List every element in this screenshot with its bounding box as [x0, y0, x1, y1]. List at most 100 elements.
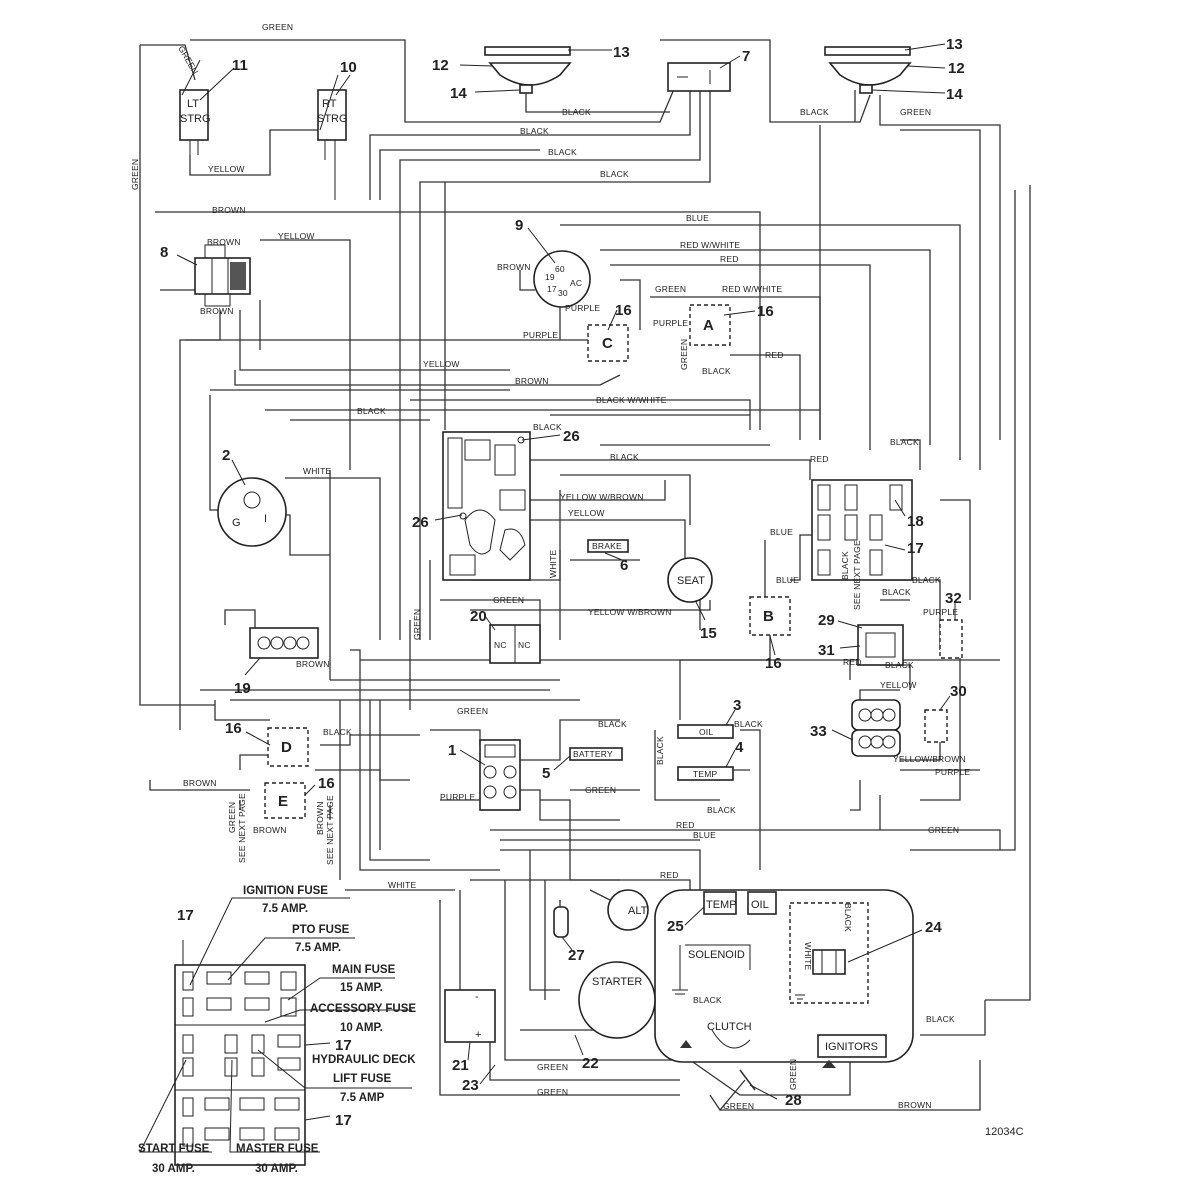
engine-outline [654, 889, 914, 1063]
wire-label-green-6: GREEN [457, 706, 488, 716]
wire-label-yellow-brown-1: YELLOW W/BROWN [560, 492, 644, 502]
wire-label-black-19: BLACK [707, 805, 736, 815]
callout-9: 9 [515, 217, 523, 234]
wire-label-black-5: BLACK [800, 107, 829, 117]
callout-26-bottom: 26 [412, 514, 429, 531]
fuse-master-rating: 30 AMP. [255, 1163, 298, 1175]
temp-indicator-label: TEMP [693, 769, 718, 779]
wire-label-black-13: BLACK [882, 587, 911, 597]
oil-indicator: OIL [677, 724, 734, 739]
wire-label-brown-5: BROWN [515, 376, 549, 386]
wire-label-black-6: BLACK [702, 366, 731, 376]
wire-label-green-4: GREEN [493, 595, 524, 605]
wire-label-brown-3: BROWN [200, 306, 234, 316]
wire-label-green-right: GREEN [900, 107, 931, 117]
wire-label-black-18: BLACK [655, 736, 665, 765]
relay-b-label: B [763, 608, 774, 625]
engine-temp-sensor: TEMP [703, 891, 737, 915]
wire-label-purple-2: PURPLE [653, 318, 688, 328]
callout-19: 19 [234, 680, 251, 697]
wire-label-see-next-page-1: SEE NEXT PAGE [852, 540, 862, 610]
callout-20: 20 [470, 608, 487, 625]
wire-label-red-1: RED [720, 254, 739, 264]
wire-label-red-white-1: RED W/WHITE [680, 240, 740, 250]
wire-label-brown-10: BROWN [898, 1100, 932, 1110]
callout-7: 7 [742, 48, 750, 65]
callout-12-right: 12 [948, 60, 965, 77]
callout-4: 4 [735, 739, 744, 756]
wire-label-purple-3: PURPLE [523, 330, 558, 340]
wire-label-purple-4: PURPLE [923, 607, 958, 617]
battery: - + [444, 989, 496, 1043]
headlight-right [824, 46, 912, 94]
rt-strg-label-2: STRG [317, 113, 348, 125]
wire-label-green-3: GREEN [679, 339, 689, 370]
left-steering-switch: LT STRG [179, 59, 211, 155]
callout-18: 18 [907, 513, 924, 530]
component-30 [924, 709, 948, 743]
fuse-main-rating: 15 AMP. [340, 982, 383, 994]
ignition-switch-2: G I [217, 477, 287, 547]
callout-17-fuse-bottom: 17 [335, 1112, 352, 1129]
wire-label-green-10: GREEN [537, 1062, 568, 1072]
nc-switch: NC NC [489, 624, 541, 664]
wire-label-black-22: BLACK [926, 1014, 955, 1024]
relay-b: B [749, 596, 791, 636]
callout-15: 15 [700, 625, 717, 642]
solenoid-label: SOLENOID [688, 949, 745, 961]
wire-label-red-2: RED [765, 350, 784, 360]
brake-switch: BRAKE [587, 539, 629, 553]
fuse-pto-rating: 7.5 AMP. [295, 942, 341, 954]
callout-22: 22 [582, 1055, 599, 1072]
fuse-hydraulic-name: HYDRAULIC DECK [312, 1054, 416, 1066]
wire-label-red-6: RED [660, 870, 679, 880]
connector-19 [249, 627, 319, 659]
alternator: ALT. [607, 889, 649, 931]
callout-33: 33 [810, 723, 827, 740]
wire-label-purple-5: PURPLE [935, 767, 970, 777]
switch-nc-1: NC [494, 640, 507, 650]
starter-label: STARTER [592, 976, 642, 988]
inline-fuse-27 [553, 906, 569, 938]
callout-16-a: 16 [757, 303, 774, 320]
relay-e-label: E [278, 793, 288, 810]
connector-1 [479, 739, 521, 811]
fuse-ignition-name: IGNITION FUSE [243, 885, 328, 897]
callout-5: 5 [542, 765, 550, 782]
callout-24: 24 [925, 919, 942, 936]
wire-label-green-13: GREEN [723, 1101, 754, 1111]
fuse-block-left [174, 964, 306, 1166]
wire-label-red-5: RED [676, 820, 695, 830]
wire-label-black-20: BLACK [843, 903, 853, 932]
wire-label-yellow-brown-3: YELLOW/BROWN [893, 754, 966, 764]
module-31 [857, 624, 904, 666]
callout-29: 29 [818, 612, 835, 629]
brake-label: BRAKE [592, 541, 622, 551]
callout-16-b: 16 [765, 655, 782, 672]
callout-32: 32 [945, 590, 962, 607]
relay-d: D [267, 727, 309, 767]
fuse-hydraulic-rating: 7.5 AMP [340, 1092, 385, 1104]
callout-31: 31 [818, 642, 835, 659]
relay-a-label: A [703, 317, 714, 334]
fuse-start-name: START FUSE [138, 1143, 210, 1155]
wire-label-brown-9: BROWN [315, 801, 325, 835]
callout-30: 30 [950, 683, 967, 700]
wire-label-purple-6: PURPLE [440, 792, 475, 802]
callout-3: 3 [733, 697, 741, 714]
relay-c-label: C [602, 335, 613, 352]
wire-label-black-4: BLACK [600, 169, 629, 179]
wire-label-red-3: RED [810, 454, 829, 464]
alt-label: ALT. [628, 905, 649, 917]
engine-oil-sensor: OIL [747, 891, 777, 915]
wire-label-black-1: BLACK [562, 107, 591, 117]
key-pos-19: 19 [545, 272, 555, 282]
fuse-hydraulic-name2: LIFT FUSE [333, 1073, 391, 1085]
wire-label-white-4: WHITE [803, 942, 813, 971]
wire-label-yellow-3: YELLOW [423, 359, 460, 369]
callout-13-left: 13 [613, 44, 630, 61]
headlight-left [484, 46, 572, 94]
wire-label-green-5: GREEN [412, 609, 422, 640]
fuse-relay-block-right [811, 479, 913, 581]
